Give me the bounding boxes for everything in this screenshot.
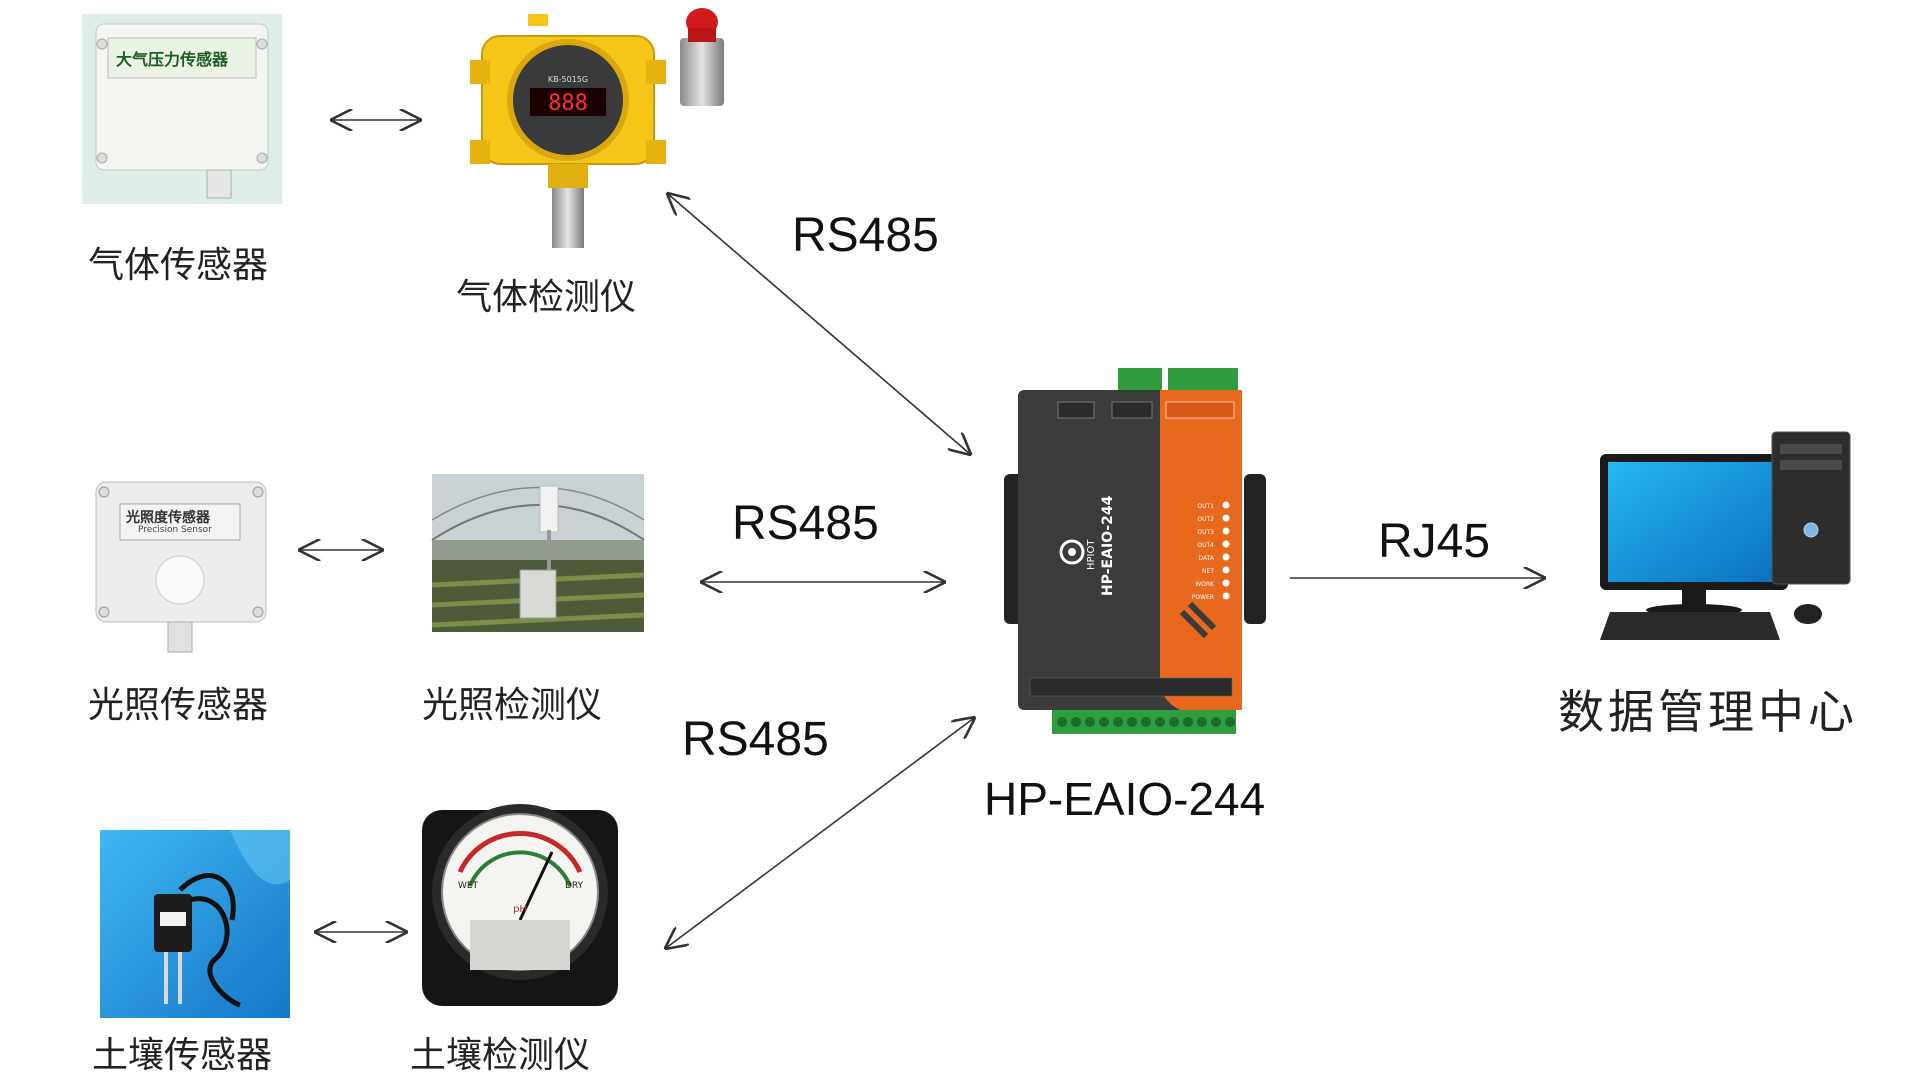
light-sensor-label: 光照传感器 xyxy=(88,685,269,726)
gas-detector-image xyxy=(470,8,724,248)
gateway-led-label: POWER xyxy=(1192,594,1214,601)
gateway-model-label: HP-EAIO-244 xyxy=(984,773,1266,825)
soil-detector-image xyxy=(422,804,618,1006)
soil-sensor-image xyxy=(100,830,290,1018)
gateway-led-label: NET xyxy=(1202,568,1214,575)
data-center-label: 数据管理中心 xyxy=(1558,685,1858,739)
rs485-mid-label: RS485 xyxy=(732,497,879,550)
light-detector-label: 光照检测仪 xyxy=(422,685,603,726)
soil-detector-label: 土壤检测仪 xyxy=(410,1035,591,1076)
gateway-led-label: OUT1 xyxy=(1197,503,1214,510)
light-sensor-plate-text: 光照度传感器 xyxy=(126,510,210,526)
soil-sensor-label: 土壤传感器 xyxy=(92,1035,273,1076)
gas-detector-label: 气体检测仪 xyxy=(456,277,637,318)
gas-sensor-image xyxy=(82,14,282,204)
soil-detector-scale-right: DRY xyxy=(565,881,584,891)
soil-detector-scale-mid: pH xyxy=(513,904,527,915)
link-rs485-bottom xyxy=(666,718,974,948)
rs485-bottom-label: RS485 xyxy=(682,713,829,766)
data-center-computer-image xyxy=(1600,431,1851,640)
rs485-top-label: RS485 xyxy=(792,209,939,262)
link-rs485-top xyxy=(668,194,970,454)
soil-detector-scale-left: WET xyxy=(458,881,479,891)
gas-sensor-plate-text: 大气压力传感器 xyxy=(116,50,229,69)
gas-detector-display: 888 xyxy=(548,91,588,116)
gas-detector-model-text: KB-5015G xyxy=(548,75,588,84)
gateway-led-label: OUT3 xyxy=(1197,529,1214,536)
gateway-device-text: HP-EAIO-244 xyxy=(1100,495,1116,596)
gateway-device-image xyxy=(1004,368,1266,734)
gateway-led-label: DATA xyxy=(1199,555,1215,562)
gateway-led-label: WORK xyxy=(1195,581,1215,588)
gateway-led-label: OUT2 xyxy=(1197,516,1214,523)
light-detector-image xyxy=(431,474,645,632)
gas-sensor-label: 气体传感器 xyxy=(88,245,269,286)
light-sensor-image xyxy=(95,481,267,653)
light-sensor-plate-sub: Precision Sensor xyxy=(138,525,212,535)
gateway-brand-text: HPIOT xyxy=(1086,539,1097,570)
gateway-led-label: OUT4 xyxy=(1197,542,1214,549)
rj45-label: RJ45 xyxy=(1378,515,1491,568)
